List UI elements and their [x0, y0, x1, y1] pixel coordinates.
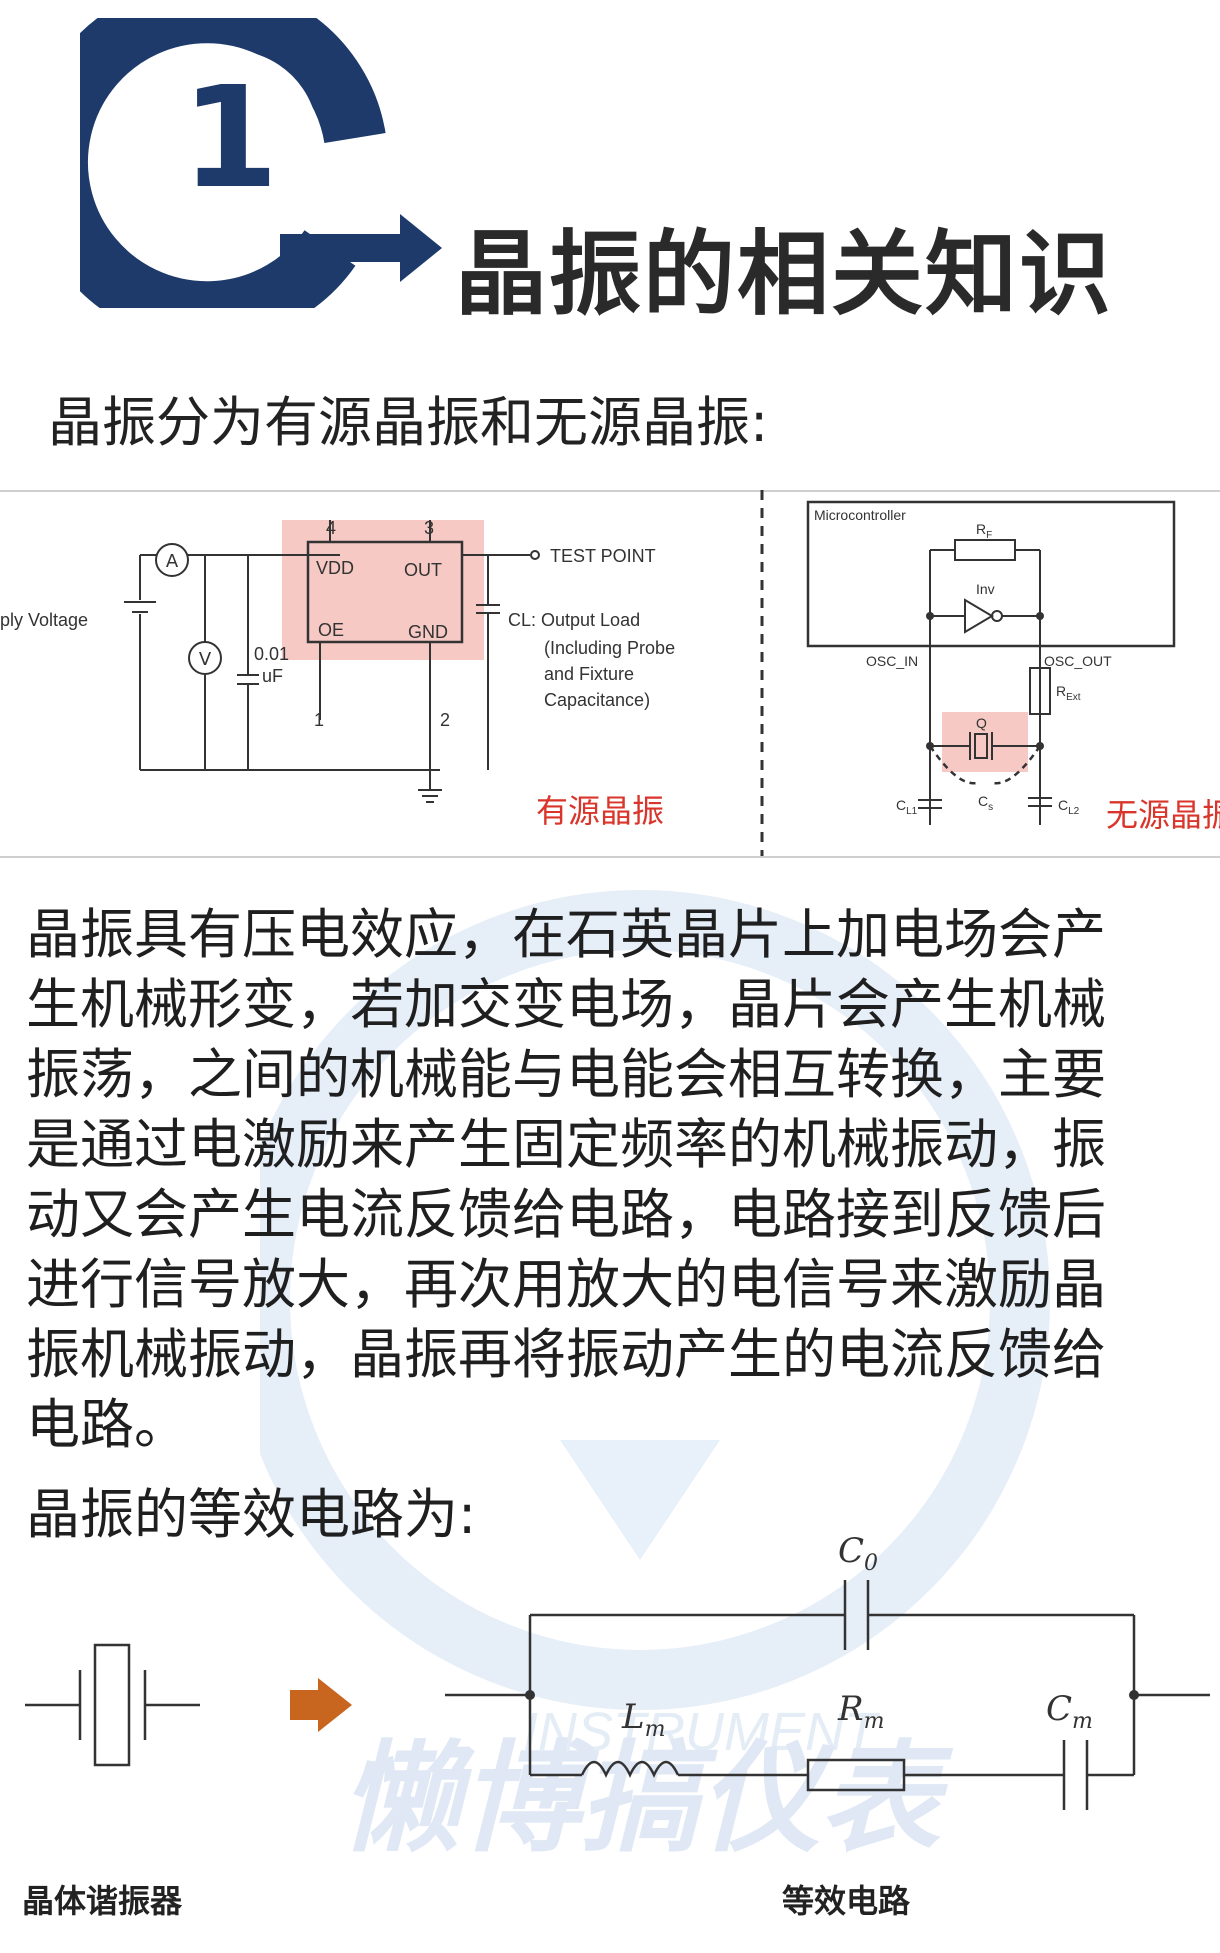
svg-text:4: 4 [326, 518, 336, 538]
svg-text:1: 1 [314, 710, 324, 730]
svg-text:OSC_OUT: OSC_OUT [1044, 653, 1112, 669]
body-line: 振荡，之间的机械能与电能会相互转换，主要 [26, 1043, 1106, 1106]
ammeter [155, 543, 189, 577]
supply-label: ply Voltage [0, 610, 88, 630]
body-line: 进行信号放大，再次用放大的电信号来激励晶 [26, 1253, 1106, 1316]
svg-text:OUT: OUT [404, 560, 442, 580]
equivalent-circuit-label: 等效电路 [782, 1882, 911, 1920]
svg-text:uF: uF [262, 666, 283, 686]
svg-text:Microcontroller: Microcontroller [814, 507, 906, 523]
c0-label: C0 [838, 1531, 878, 1576]
arrow-icon [290, 1678, 352, 1732]
svg-text:3: 3 [424, 518, 434, 538]
body-line: 晶振具有压电效应，在石英晶片上加电场会产 [26, 903, 1106, 966]
rm-label: Rm [837, 1689, 884, 1734]
svg-text:Inv: Inv [976, 581, 995, 597]
body-paragraph: 晶振具有压电效应，在石英晶片上加电场会产 生机械形变，若加交变电场，晶片会产生机… [26, 900, 1206, 1460]
logo-arrow-head [400, 214, 442, 282]
logo-arrow-shaft [280, 234, 410, 262]
svg-text:A: A [166, 551, 179, 572]
section-number-logo: 1 [80, 18, 442, 308]
svg-text:CL2: CL2 [1058, 797, 1080, 817]
logo-number: 1 [181, 57, 278, 220]
cm-label: Cm [1046, 1689, 1093, 1734]
crystal-highlight [942, 712, 1028, 772]
test-point-label: TEST POINT [550, 546, 656, 566]
body-line: 是通过电激励来产生固定频率的机械振动，振 [26, 1113, 1106, 1176]
svg-text:RExt: RExt [1056, 683, 1081, 703]
body-line: 生机械形变，若加交变电场，晶片会产生机械 [26, 973, 1106, 1036]
crystal-circuits-panel: A V ply Voltage 0.01 uF 4 3 1 2 VDD OUT … [0, 490, 1220, 858]
watermark-brand: INSTRUMENT [523, 1702, 881, 1762]
voltmeter [188, 641, 222, 675]
body-line: 振机械振动，晶振再将振动产生的电流反馈给 [26, 1323, 1106, 1386]
equivalent-circuit-panel: C0 Lm Rm Cm 晶体谐振器 等效电路 [22, 1531, 1210, 1920]
ic-highlight [282, 520, 484, 660]
svg-text:Cs: Cs [978, 793, 993, 813]
passive-crystal-circuit [806, 500, 1176, 825]
svg-text:and Fixture: and Fixture [544, 664, 634, 684]
svg-text:VDD: VDD [316, 558, 354, 578]
divider-top [0, 490, 1220, 492]
inverter [964, 598, 994, 634]
watermark: INSTRUMENT 懒博搞仪表 [260, 890, 1050, 1869]
crystal-resonator-symbol [25, 1643, 200, 1767]
crystal-resonator-label: 晶体谐振器 [22, 1882, 183, 1920]
logo-ring [80, 18, 386, 308]
inductor [580, 1760, 680, 1778]
svg-text:RF: RF [976, 521, 992, 541]
rf-resistor [954, 539, 1016, 561]
crystal-body [93, 1643, 131, 1767]
svg-text:GND: GND [408, 622, 448, 642]
svg-text:0.01: 0.01 [254, 644, 289, 664]
divider-bottom [0, 856, 1220, 858]
equivalent-circuit-title: 晶振的等效电路为: [26, 1483, 477, 1546]
svg-text:(Including Probe: (Including Probe [544, 638, 675, 658]
body-line: 动又会产生电流反馈给电路，电路接到反馈后 [26, 1183, 1106, 1246]
watermark-cn: 懒博搞仪表 [340, 1730, 954, 1869]
active-crystal-circuit [124, 520, 540, 803]
page-title: 晶振的相关知识 [455, 221, 1114, 328]
equivalent-circuit [445, 1580, 1210, 1810]
logo-inner-circle [142, 50, 318, 226]
resistor [806, 1758, 906, 1792]
svg-text:Q: Q [976, 715, 987, 731]
svg-text:CL: Output Load: CL: Output Load [508, 610, 640, 630]
active-caption: 有源晶振 [536, 792, 664, 830]
svg-text:OE: OE [318, 620, 344, 640]
intro-text: 晶振分为有源晶振和无源晶振: [48, 391, 769, 454]
lm-label: Lm [621, 1697, 665, 1742]
svg-text:Capacitance): Capacitance) [544, 690, 650, 710]
microcontroller-box [806, 500, 1176, 648]
body-line: 电路。 [26, 1393, 188, 1456]
rext-resistor [1029, 667, 1051, 715]
oscillator-ic [306, 540, 464, 644]
svg-text:V: V [199, 649, 212, 670]
passive-caption: 无源晶振 [1106, 796, 1220, 834]
svg-text:OSC_IN: OSC_IN [866, 653, 918, 669]
svg-text:CL1: CL1 [896, 797, 918, 817]
svg-text:2: 2 [440, 710, 450, 730]
